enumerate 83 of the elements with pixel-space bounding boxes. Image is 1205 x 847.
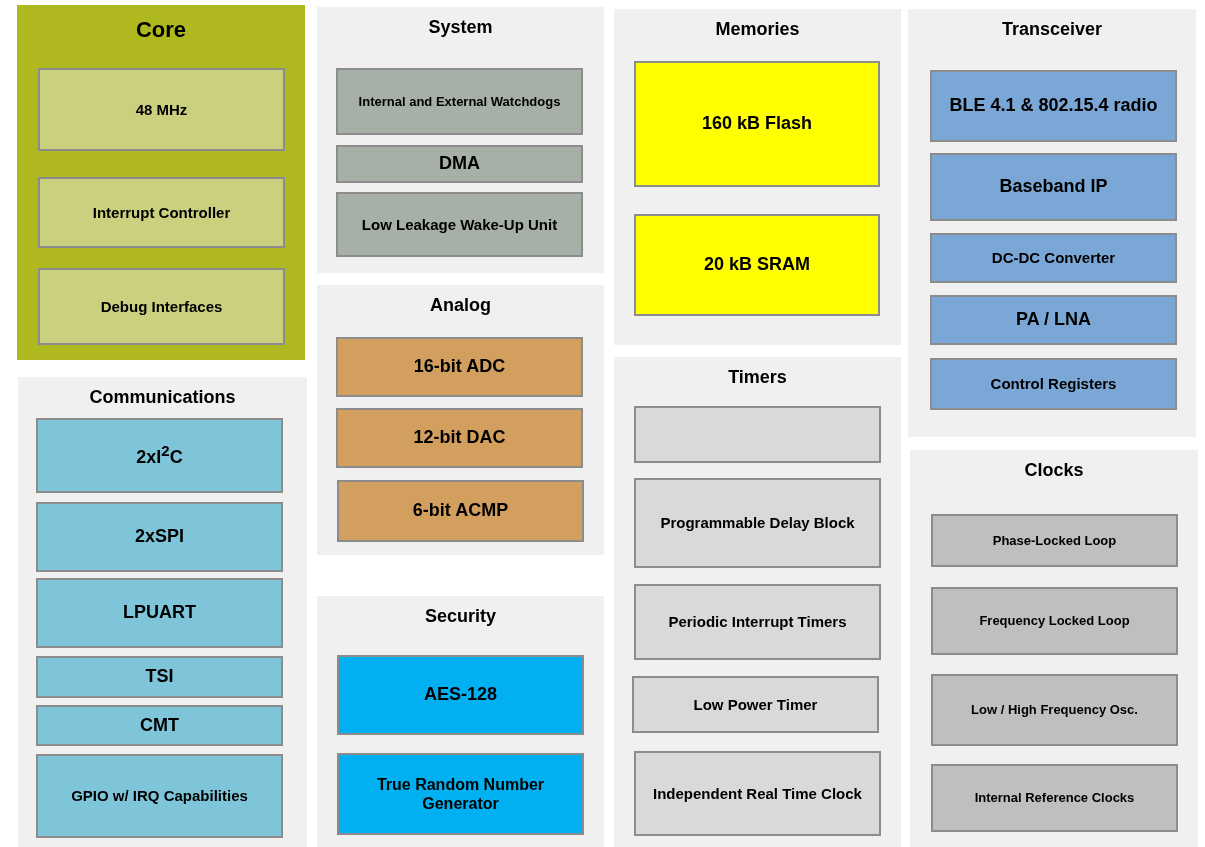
block-box — [634, 478, 881, 568]
block-box — [38, 268, 285, 345]
block-label: GPIO w/ IRQ Capabilities — [70, 787, 249, 805]
block-box — [336, 192, 583, 257]
block-label: PA / LNA — [1015, 309, 1092, 331]
block-label: AES-128 — [422, 684, 498, 706]
panel-title: Security — [423, 606, 497, 627]
block-label: Low / High Frequency Osc. — [970, 702, 1139, 718]
block-box — [930, 295, 1177, 345]
panel-title: Analog — [429, 295, 492, 316]
panel-title: Clocks — [1023, 460, 1085, 481]
block-box — [930, 233, 1177, 283]
block-label: Phase-Locked Loop — [991, 532, 1118, 549]
block-label: Frequency Locked Loop — [978, 613, 1131, 629]
panel-title: Memories — [714, 19, 801, 40]
block-label: BLE 4.1 & 802.15.4 radio — [948, 95, 1159, 117]
block-label: Baseband IP — [998, 176, 1109, 198]
panel-title: Timers — [727, 367, 788, 388]
block-box — [36, 656, 283, 698]
block-box — [930, 358, 1177, 410]
block-label: 16-bit ADC — [412, 356, 507, 378]
block-box — [36, 578, 283, 648]
block-box — [337, 753, 584, 835]
block-label: CMT — [139, 714, 180, 737]
block-label: DC-DC Converter — [990, 249, 1117, 267]
block-label: Internal and External Watchdogs — [357, 93, 562, 110]
block-label: Interrupt Controller — [91, 203, 232, 222]
block-box — [336, 68, 583, 135]
group-panel — [18, 377, 307, 847]
group-panel — [317, 596, 604, 847]
block-box — [930, 153, 1177, 221]
group-panel — [614, 357, 901, 847]
block-label: DMA — [438, 153, 481, 175]
block-box — [336, 408, 583, 468]
block-label: 2xSPI — [133, 526, 185, 548]
block-box — [337, 480, 584, 542]
block-box — [931, 514, 1178, 567]
block-label: TSI — [144, 666, 175, 688]
block-box — [36, 754, 283, 838]
block-label: Low Leakage Wake-Up Unit — [360, 215, 559, 234]
block-box — [36, 502, 283, 572]
panel-title: System — [427, 17, 494, 38]
group-panel — [614, 9, 901, 345]
block-label: Debug Interfaces — [99, 297, 224, 316]
block-label: 48 MHz — [134, 100, 189, 119]
group-panel — [908, 9, 1196, 437]
block-label: Low Power Timer — [692, 695, 819, 714]
block-box — [634, 751, 881, 836]
block-label: 20 kB SRAM — [703, 254, 811, 276]
block-box — [931, 764, 1178, 832]
block-label: Independent Real Time Clock — [652, 784, 863, 803]
block-box — [36, 418, 283, 493]
group-panel — [910, 450, 1198, 847]
block-label: True Random Number Generator — [375, 774, 546, 814]
group-panel — [17, 5, 305, 360]
block-label: Internal Reference Clocks — [973, 790, 1136, 806]
block-label: 160 kB Flash — [700, 113, 814, 135]
block-label: Programmable Delay Block — [659, 514, 856, 532]
block-box — [38, 68, 285, 151]
block-label: 2xI$^{2}$C — [135, 442, 184, 469]
panel-title: Transceiver — [1000, 19, 1104, 40]
block-box — [634, 61, 880, 187]
block-box — [931, 587, 1178, 655]
block-box — [336, 337, 583, 397]
block-box — [634, 406, 881, 463]
block-box — [634, 214, 880, 316]
panel-title: Core — [134, 17, 188, 43]
block-label: 6-bit ACMP — [411, 500, 510, 522]
block-box — [930, 70, 1177, 142]
block-label: 12-bit DAC — [412, 427, 507, 449]
block-box — [336, 145, 583, 183]
block-box — [36, 705, 283, 746]
group-panel — [317, 7, 604, 273]
group-panel — [317, 285, 604, 555]
block-box — [632, 676, 879, 733]
block-label: Periodic Interrupt Timers — [667, 613, 848, 631]
block-label: LPUART — [122, 602, 197, 624]
panel-title: Communications — [88, 387, 237, 408]
block-label: Control Registers — [989, 375, 1118, 393]
block-box — [38, 177, 285, 248]
block-box — [931, 674, 1178, 746]
block-box — [337, 655, 584, 735]
block-box — [634, 584, 881, 660]
